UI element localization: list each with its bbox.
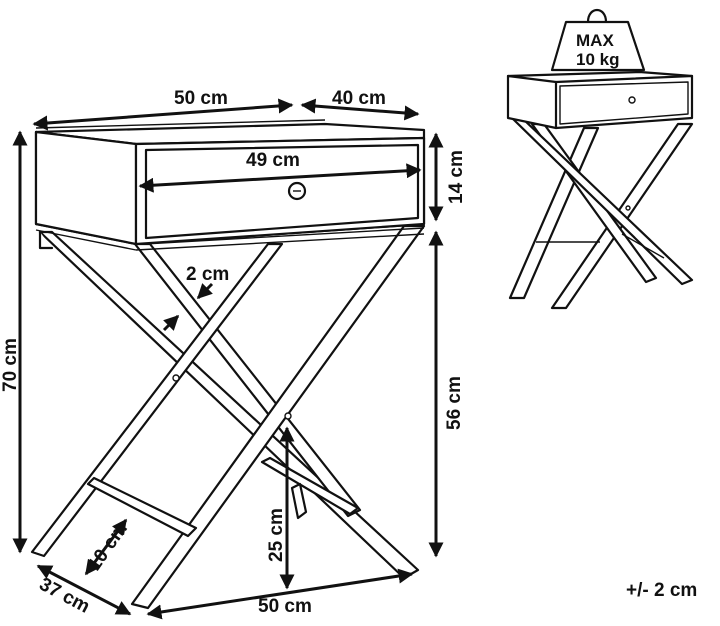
label-crossbar-height: 25 cm — [266, 508, 287, 562]
label-base-width: 50 cm — [258, 596, 312, 617]
weight-icon: MAX 10 kg — [550, 8, 646, 72]
label-drawer-width: 49 cm — [246, 150, 300, 171]
table-legs — [30, 224, 426, 610]
label-drawer-height: 14 cm — [446, 150, 467, 204]
max-load-drawing: MAX 10 kg — [506, 8, 694, 310]
label-depth-top: 40 cm — [332, 88, 386, 109]
small-table — [506, 70, 694, 310]
dimension-arrows — [12, 98, 444, 620]
tolerance-note: +/- 2 cm — [626, 580, 697, 601]
label-leg-thickness: 2 cm — [186, 264, 229, 285]
label-crossbar-length: 10 cm — [84, 519, 132, 575]
main-table-drawing — [30, 119, 426, 610]
label-leg-height: 56 cm — [444, 376, 465, 430]
table-top-box — [34, 119, 426, 251]
label-width-top: 50 cm — [174, 88, 228, 109]
max-load-value: 10 kg — [576, 50, 619, 69]
dimension-labels: 50 cm 40 cm 49 cm 14 cm 70 cm 2 cm 56 cm… — [0, 88, 697, 618]
label-total-height: 70 cm — [0, 338, 21, 392]
max-label: MAX — [576, 31, 614, 50]
